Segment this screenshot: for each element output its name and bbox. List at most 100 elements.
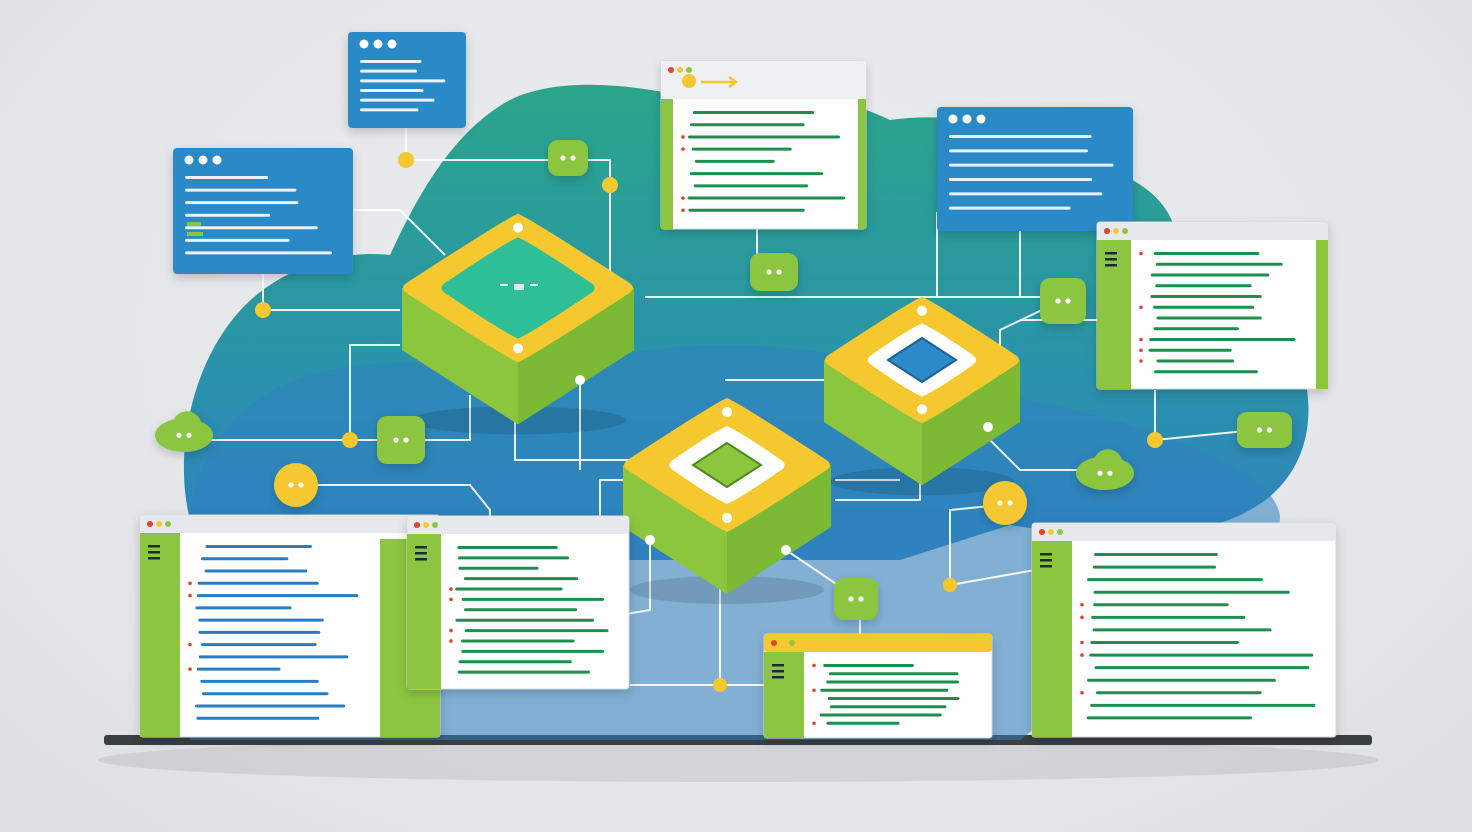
junction-dot <box>255 302 271 318</box>
node-chip-center <box>623 398 831 604</box>
connector-line <box>340 209 446 256</box>
code-line <box>1156 359 1235 363</box>
junction-dot <box>983 422 993 432</box>
code-line <box>819 713 942 717</box>
code-line <box>1094 553 1218 556</box>
code-line <box>1093 590 1290 594</box>
code-line <box>1153 305 1255 309</box>
code-line <box>687 196 846 200</box>
hamburger-menu-icon <box>148 545 160 560</box>
code-line <box>1153 252 1260 255</box>
code-line <box>820 688 949 692</box>
code-line <box>1086 716 1252 720</box>
junction-dot <box>943 578 957 592</box>
code-line <box>1090 641 1239 644</box>
junction-dot <box>1147 432 1163 448</box>
code-line <box>200 643 317 647</box>
code-line <box>1156 316 1262 320</box>
code-line <box>828 672 959 676</box>
code-line <box>464 629 609 633</box>
junction-dot <box>342 432 358 448</box>
code-line <box>461 649 605 653</box>
code-line <box>1094 666 1310 670</box>
code-line <box>1148 348 1232 352</box>
code-line <box>198 630 321 634</box>
text-line <box>360 89 424 92</box>
chat-bubble-icon <box>834 578 878 620</box>
code-line <box>458 566 539 570</box>
code-line <box>455 587 563 591</box>
three-dot-window-icon <box>147 521 171 527</box>
three-dot-window-icon <box>1104 228 1128 234</box>
code-line <box>823 664 914 667</box>
code-line <box>461 639 575 643</box>
code-line <box>458 660 572 664</box>
junction-dot <box>781 545 791 555</box>
code-line <box>691 147 792 151</box>
chat-bubble-icon <box>983 481 1027 525</box>
code-line <box>1149 338 1296 341</box>
text-line <box>185 213 271 217</box>
code-window-right <box>1096 221 1329 390</box>
code-line <box>827 697 960 700</box>
code-line <box>1155 284 1252 288</box>
code-line <box>195 704 346 708</box>
code-line <box>1092 565 1217 569</box>
code-line <box>689 123 805 127</box>
network-node-icon <box>441 237 595 339</box>
three-dot-window-icon <box>414 522 438 528</box>
code-line <box>202 692 329 696</box>
code-line <box>829 705 947 709</box>
three-dot-window-icon <box>359 39 397 49</box>
code-line <box>1095 691 1262 695</box>
code-line <box>693 184 809 188</box>
three-dot-window-icon <box>184 155 222 165</box>
text-line <box>185 238 290 242</box>
code-line <box>463 577 579 581</box>
three-dot-window-icon <box>948 114 986 124</box>
connector-line <box>949 569 1036 586</box>
connector-line <box>405 128 611 300</box>
code-line <box>1154 370 1258 374</box>
blue-panel-top-left <box>348 32 466 128</box>
chat-bubble-icon <box>1040 278 1086 324</box>
base-shelf <box>98 735 1378 782</box>
code-line <box>457 546 558 549</box>
code-line <box>204 569 308 573</box>
chat-bubble-icon <box>377 416 425 464</box>
code-line <box>1093 603 1229 607</box>
text-line <box>360 98 435 102</box>
text-line <box>185 251 333 255</box>
text-line <box>185 201 299 205</box>
code-window-top-center <box>660 60 867 230</box>
code-line <box>198 655 349 659</box>
text-line <box>949 135 1092 138</box>
junction-dot <box>645 535 655 545</box>
text-line <box>185 188 297 192</box>
text-line <box>360 79 446 83</box>
code-line <box>197 581 319 585</box>
text-line <box>360 60 422 63</box>
code-window-bottom-center <box>763 633 993 739</box>
code-line <box>694 159 775 163</box>
code-line <box>1153 327 1239 331</box>
junction-dot <box>575 375 585 385</box>
junction-dot <box>398 152 414 168</box>
hamburger-menu-icon <box>415 546 427 561</box>
code-line <box>461 597 605 601</box>
code-line <box>200 679 319 683</box>
code-line <box>1155 262 1283 266</box>
chat-bubble-icon <box>1237 412 1292 448</box>
code-line <box>457 556 570 560</box>
text-line <box>949 206 1071 210</box>
junction-dot <box>602 177 618 193</box>
blue-panel-left <box>173 148 353 274</box>
node-chip-left <box>402 213 634 435</box>
connector-line <box>619 540 651 616</box>
code-line <box>689 172 824 176</box>
chat-bubble-icon <box>1076 449 1134 491</box>
code-line <box>196 667 281 671</box>
arrow-right-icon <box>682 74 739 89</box>
junction-dot <box>713 678 727 692</box>
